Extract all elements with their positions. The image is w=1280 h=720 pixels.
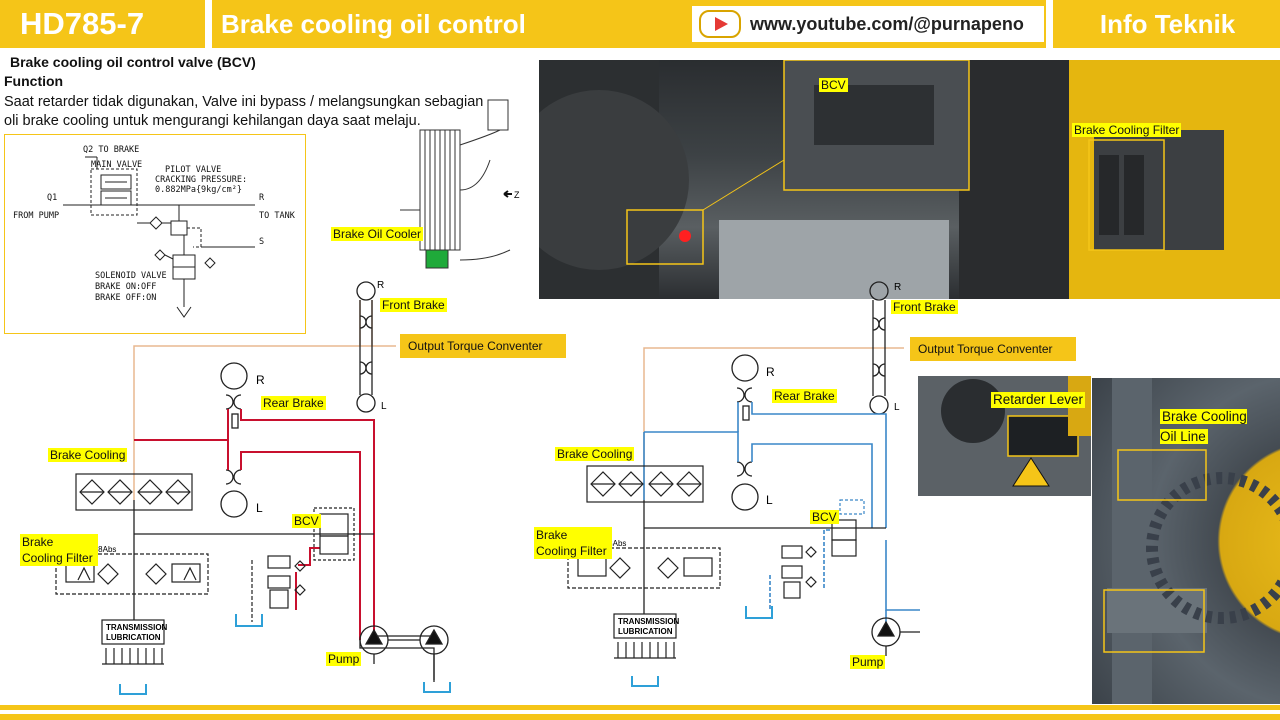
valve-name: Brake cooling oil control valve (BCV) — [10, 54, 256, 70]
z-marker: Z — [514, 190, 520, 200]
channel-name: Info Teknik — [1099, 8, 1236, 39]
right-lubrication-text: LUBRICATION — [618, 627, 673, 636]
header-divider — [1046, 0, 1053, 48]
right-hydraulic-diagram: TRANSMISSION LUBRICATION 30μ+8Abs R L R … — [567, 281, 920, 687]
right-rear-r: R — [766, 365, 775, 379]
left-front-brake-label: Front Brake — [380, 298, 447, 312]
brake-oil-cooler-label: Brake Oil Cooler — [331, 227, 424, 241]
schematic-drawing — [63, 156, 255, 318]
wheel-photo-drawing — [1103, 378, 1280, 704]
right-output-torque-label: Output Torque Conventer — [910, 337, 1076, 361]
left-pump-label: Pump — [326, 652, 362, 666]
left-front-r: R — [377, 280, 384, 291]
schematic-cracking-label: CRACKING PRESSURE: — [155, 175, 248, 185]
function-description: Saat retarder tidak digunakan, Valve ini… — [4, 94, 484, 129]
wheel-photo-oil-line: Brake Cooling Oil Line — [1092, 378, 1280, 704]
brake-cooling-oil-line-text: Brake Cooling Oil Line — [1160, 409, 1247, 444]
schematic-q2-label: Q2 TO BRAKE — [83, 145, 140, 155]
left-lubrication-text: LUBRICATION — [106, 633, 161, 642]
model-title: HD785-7 — [20, 6, 145, 41]
schematic-to-tank-label: TO TANK — [259, 211, 295, 221]
footer-stripe — [0, 714, 1280, 720]
left-bcv-label: BCV — [292, 514, 321, 528]
schematic-main-valve-label: MAIN VALVE — [91, 160, 143, 170]
schematic-pilot-valve-label: PILOT VALVE — [165, 165, 222, 175]
brake-oil-cooler-drawing: Z — [400, 99, 520, 269]
right-brake-cooling-label: Brake Cooling — [555, 447, 635, 461]
machine-photo-drawing — [539, 60, 1280, 299]
left-brake-cooling-label: Brake Cooling — [48, 448, 128, 462]
right-front-r: R — [894, 282, 901, 293]
youtube-link[interactable]: www.youtube.com/@purnapeno — [692, 6, 1044, 42]
page-title: Brake cooling oil control — [221, 8, 526, 39]
right-rear-l: L — [766, 493, 773, 507]
schematic-solenoid-label: SOLENOID VALVE — [95, 271, 167, 281]
schematic-brake-off-label: BRAKE OFF:ON — [95, 293, 157, 303]
left-output-torque-label: Output Torque Conventer — [400, 334, 566, 358]
bcv-hydraulic-schematic: Q2 TO BRAKE MAIN VALVE PILOT VALVE CRACK… — [4, 134, 306, 334]
right-front-l: L — [894, 402, 900, 413]
cab-photo-retarder-lever: Retarder Lever — [918, 376, 1091, 496]
right-transmission-text: TRANSMISSION — [618, 617, 680, 626]
schematic-r-label: R — [259, 193, 265, 203]
youtube-play-icon — [696, 9, 744, 39]
right-front-brake-label: Front Brake — [891, 300, 958, 314]
youtube-url[interactable]: www.youtube.com/@purnapeno — [750, 13, 1024, 34]
right-bcv-label: BCV — [810, 510, 839, 524]
machine-photo-bcv-filter: BCV Brake Cooling Filter — [539, 60, 1280, 299]
right-brake-cooling-filter-label: Brake Cooling Filter — [534, 527, 612, 559]
left-rear-l: L — [256, 501, 263, 515]
brake-cooling-oil-line-label: Brake Cooling Oil Line — [1158, 407, 1250, 447]
right-pump-label: Pump — [850, 655, 886, 669]
left-filter-spec: 30μ+8Abs — [80, 545, 116, 554]
schematic-cracking-value: 0.882MPa{9kg/cm²} — [155, 185, 242, 195]
left-brake-cooling-filter-label: Brake Cooling Filter — [20, 534, 98, 566]
schematic-q1-label: Q1 — [47, 193, 58, 203]
left-transmission-text: TRANSMISSION — [106, 623, 168, 632]
schematic-s-label: S — [259, 237, 265, 247]
function-heading: Function — [4, 73, 64, 89]
left-rear-brake-label: Rear Brake — [261, 396, 326, 410]
footer-stripe — [0, 705, 1280, 710]
left-hydraulic-diagram: TRANSMISSION LUBRICATION 30μ+8Abs R L R … — [55, 280, 451, 695]
left-rear-r: R — [256, 373, 265, 387]
bcv-photo-label: BCV — [819, 78, 848, 92]
retarder-lever-label: Retarder Lever — [991, 392, 1086, 408]
right-rear-brake-label: Rear Brake — [772, 389, 837, 403]
schematic-brake-on-label: BRAKE ON:OFF — [95, 282, 157, 292]
header-bar: HD785-7 Brake cooling oil control www.yo… — [0, 0, 1280, 48]
schematic-from-pump-label: FROM PUMP — [13, 211, 60, 221]
left-front-l: L — [381, 401, 387, 412]
brake-cooling-filter-photo-label: Brake Cooling Filter — [1072, 123, 1182, 137]
header-divider — [205, 0, 212, 48]
